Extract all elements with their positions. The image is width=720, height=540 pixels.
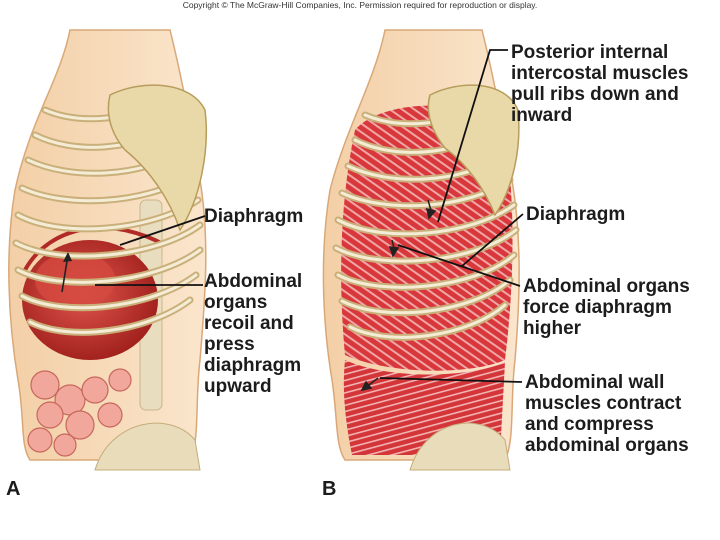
label-abdominal-wall-b: Abdominal wall muscles contract and comp… (525, 372, 689, 456)
intestines (27, 368, 132, 457)
label-line: Posterior internal (511, 42, 669, 63)
panel-b-torso (322, 29, 524, 471)
label-line: higher (523, 318, 582, 339)
label-diaphragm-b: Diaphragm (526, 204, 626, 225)
label-line: press (204, 334, 255, 355)
label-abdominal-organs-a: Abdominal organs recoil and press diaphr… (204, 271, 302, 397)
label-abdominal-organs-b: Abdominal organs force diaphragm higher (523, 276, 690, 339)
label-line: force diaphragm (523, 297, 672, 318)
label-line: Abdominal (204, 271, 303, 292)
label-line: intercostal muscles (511, 63, 689, 84)
label-line: upward (204, 376, 272, 397)
panel-a-letter: A (6, 478, 21, 500)
label-line: Abdominal wall (525, 372, 665, 393)
panel-a-torso (8, 29, 208, 471)
label-line: abdominal organs (525, 435, 689, 456)
label-line: recoil and (204, 313, 294, 334)
label-line: and compress (525, 414, 654, 435)
label-line: inward (511, 105, 573, 126)
scapula (107, 84, 208, 232)
panel-b-letter: B (322, 478, 337, 500)
scapula-b (427, 84, 520, 217)
label-diaphragm-a: Diaphragm (204, 206, 304, 227)
label-line: pull ribs down and (511, 84, 679, 105)
label-line: organs (204, 292, 268, 313)
label-intercostal-b: Posterior internal intercostal muscles p… (511, 42, 688, 126)
label-line: Abdominal organs (523, 276, 690, 297)
label-line: diaphragm (204, 355, 302, 376)
copyright-notice: Copyright © The McGraw-Hill Companies, I… (182, 0, 538, 10)
label-line: muscles contract (525, 393, 682, 414)
